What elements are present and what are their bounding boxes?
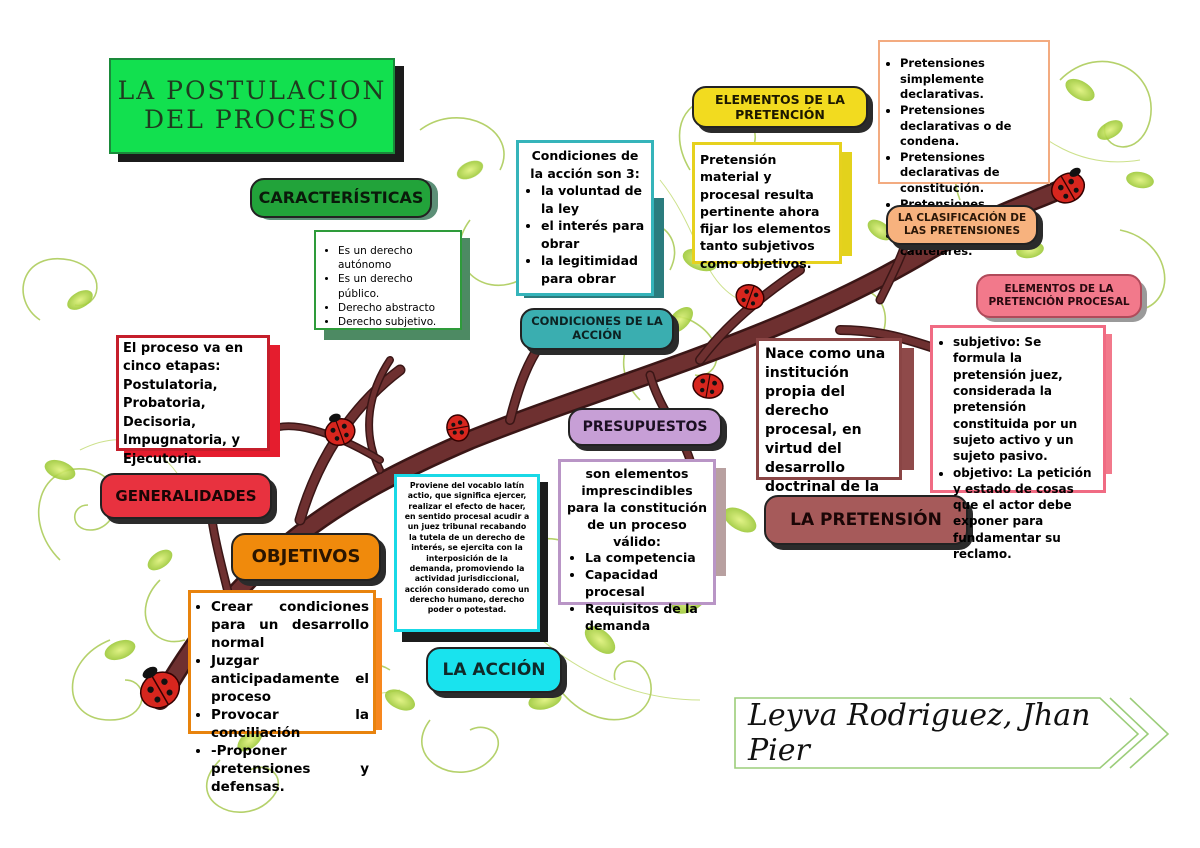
- clasificacion-box: Pretensiones simplemente declarativas. P…: [878, 40, 1050, 258]
- pretension-text: Nace como una institución propia del der…: [765, 346, 886, 514]
- objetivos-item: Juzgar anticipadamente el proceso: [211, 653, 369, 707]
- caracteristicas-item: Es un derecho público.: [338, 272, 454, 300]
- elementos-box: Pretensión material y procesal resulta p…: [692, 142, 842, 271]
- title-line-2: DEL PROCESO: [144, 105, 360, 134]
- condiciones-box: Condiciones de la acción son 3: la volun…: [516, 140, 654, 296]
- pretension-label: LA PRETENSIÓN: [764, 495, 968, 545]
- presupuestos-intro: son elementos imprescindibles para la co…: [566, 466, 708, 549]
- objetivos-label: OBJETIVOS: [231, 533, 381, 581]
- signature-arrow: [734, 697, 1170, 769]
- condiciones-item: la voluntad de la ley: [541, 182, 645, 217]
- generalidades-box: El proceso va en cinco etapas: Postulato…: [116, 335, 270, 467]
- accion-text: Proviene del vocablo latín actio, que si…: [404, 481, 530, 615]
- objetivos-item: Provocar la conciliación: [211, 707, 369, 743]
- condiciones-intro: Condiciones de la acción son 3:: [530, 148, 640, 181]
- condiciones-label: CONDICIONES DE LA ACCIÓN: [520, 308, 674, 350]
- objetivos-item: Crear condiciones para un desarrollo nor…: [211, 599, 369, 653]
- elementos-procesal-label: ELEMENTOS DE LA PRETENCIÓN PROCESAL: [976, 274, 1142, 318]
- caracteristicas-item: Derecho subjetivo.: [338, 315, 454, 329]
- procesal-item: subjetivo: Se formula la pretensión juez…: [953, 334, 1098, 465]
- objetivos-box: Crear condiciones para un desarrollo nor…: [188, 590, 376, 795]
- title-line-1: LA POSTULACION: [117, 76, 387, 106]
- generalidades-text: El proceso va en cinco etapas: Postulato…: [123, 341, 244, 467]
- signature-text: Leyva Rodriguez, Jhan Pier: [748, 698, 1091, 768]
- objetivos-item: -Proponer pretensiones y defensas.: [211, 743, 369, 797]
- clasificacion-item: Pretensiones declarativas o de condena.: [900, 103, 1044, 150]
- title-box: LA POSTULACION DEL PROCESO: [109, 58, 395, 154]
- elementos-text: Pretensión material y procesal resulta p…: [700, 152, 831, 271]
- pretension-box: Nace como una institución propia del der…: [756, 338, 902, 514]
- condiciones-item: el interés para obrar: [541, 217, 645, 252]
- signature-banner: Leyva Rodriguez, Jhan Pier: [748, 698, 1108, 768]
- ladybug-decoration: [139, 167, 1086, 709]
- caracteristicas-item: Derecho abstracto: [338, 301, 454, 315]
- caracteristicas-box: Es un derecho autónomo Es un derecho púb…: [314, 230, 462, 330]
- clasificacion-item: Pretensiones simplemente declarativas.: [900, 56, 1044, 103]
- procesal-item: objetivo: La petición y estado de cosas …: [953, 465, 1098, 563]
- condiciones-item: la legitimidad para obrar: [541, 252, 645, 287]
- accion-label: LA ACCIÓN: [426, 647, 562, 693]
- accion-box: Proviene del vocablo latín actio, que si…: [394, 474, 540, 632]
- clasificacion-item: Pretensiones declarativas de constitució…: [900, 150, 1044, 197]
- procesal-box: subjetivo: Se formula la pretensión juez…: [930, 325, 1106, 561]
- presupuestos-label: PRESUPUESTOS: [568, 408, 722, 446]
- presupuestos-item: Capacidad procesal: [585, 567, 709, 601]
- clasificacion-label: LA CLASIFICACIÓN DE LAS PRETENSIONES: [886, 205, 1038, 245]
- generalidades-label: GENERALIDADES: [100, 473, 272, 519]
- presupuestos-item: La competencia: [585, 550, 709, 567]
- elementos-pretension-label: ELEMENTOS DE LA PRETENCIÓN: [692, 86, 868, 128]
- presupuestos-box: son elementos imprescindibles para la co…: [558, 459, 716, 633]
- presupuestos-item: Requisitos de la demanda: [585, 601, 709, 635]
- caracteristicas-label: CARACTERÍSTICAS: [250, 178, 432, 218]
- caracteristicas-item: Es un derecho autónomo: [338, 244, 454, 272]
